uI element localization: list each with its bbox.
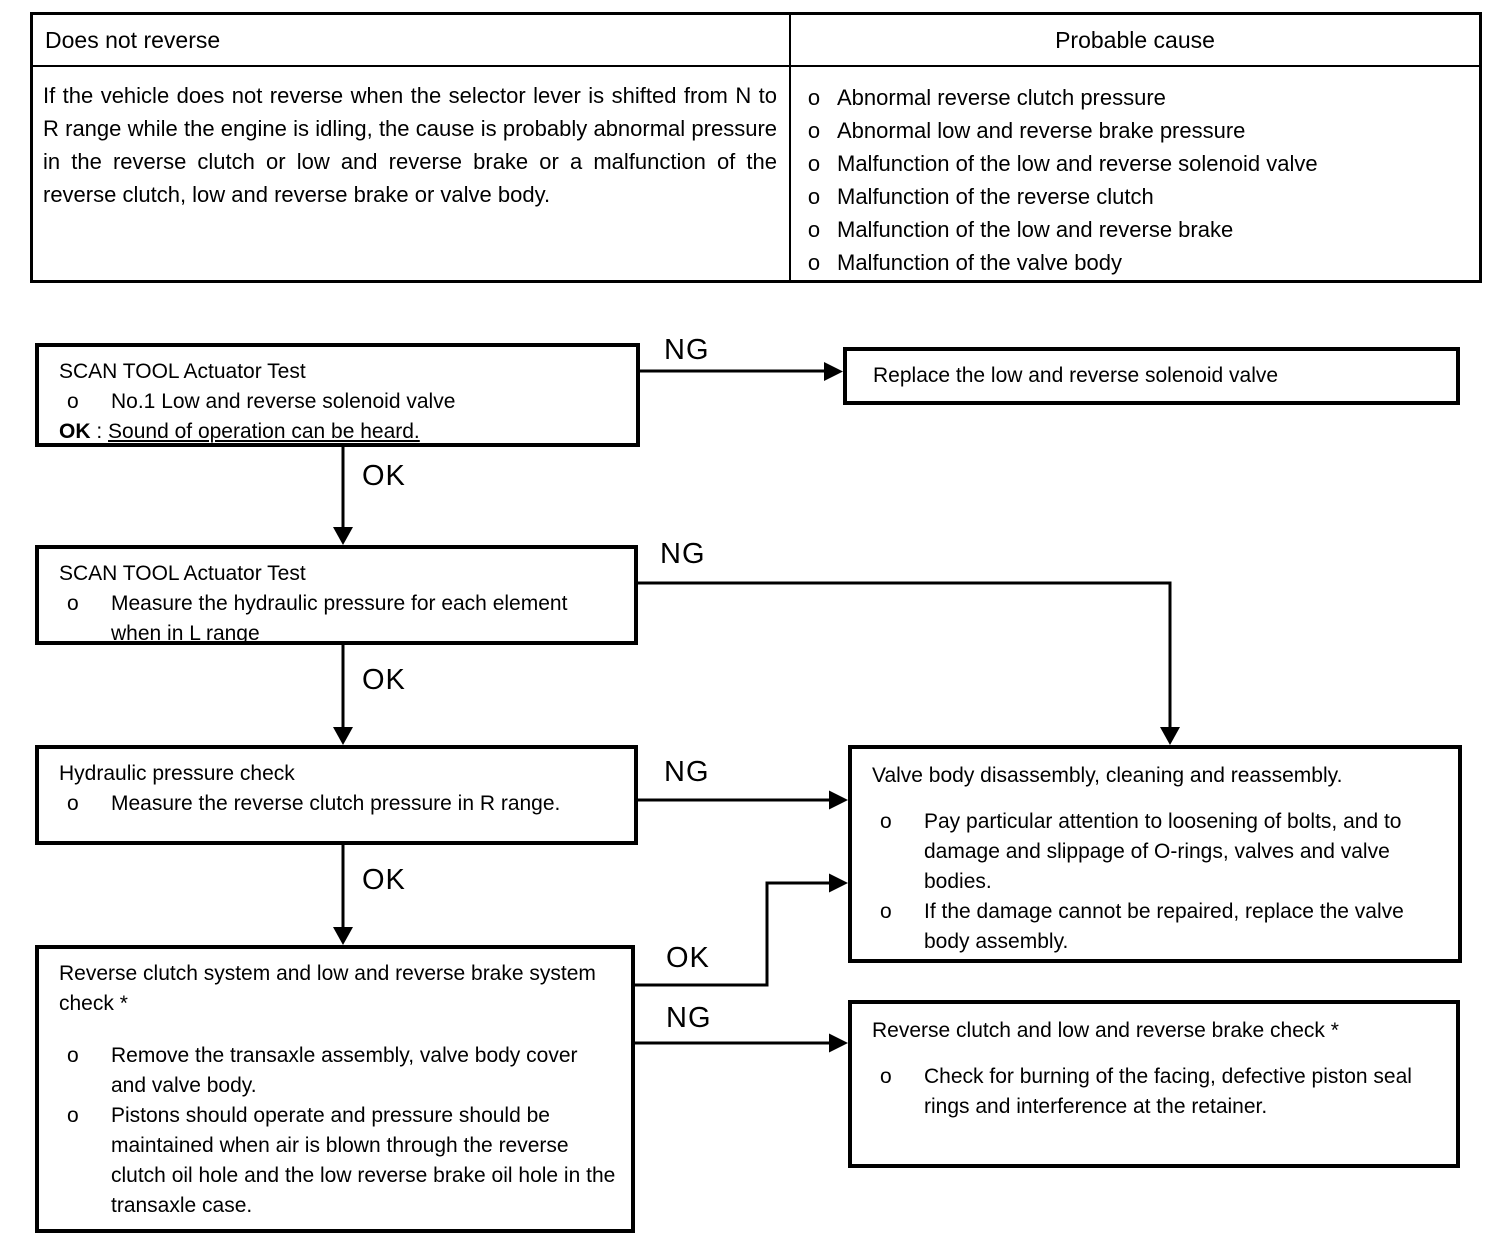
ok-arrowhead-step2 bbox=[333, 727, 353, 745]
ok-line-step4 bbox=[635, 881, 829, 987]
step4-item-text: Remove the transaxle assembly, valve bod… bbox=[111, 1044, 578, 1097]
clutch-brake-check-item: o Check for burning of the facing, defec… bbox=[872, 1062, 1442, 1122]
step3-hydraulic-pressure-check-box: Hydraulic pressure check o Measure the r… bbox=[35, 745, 638, 845]
ok-label-step1: OK bbox=[362, 460, 406, 492]
ng-arrowhead-step3 bbox=[829, 790, 848, 810]
spacer bbox=[872, 791, 1444, 807]
valve-body-item-text: Pay particular attention to loosening of… bbox=[924, 810, 1402, 893]
cause-text: Malfunction of the low and reverse brake bbox=[837, 217, 1234, 242]
step1-ok-condition: OK : Sound of operation can be heard. bbox=[59, 417, 622, 447]
cause-item: o Malfunction of the reverse clutch bbox=[791, 180, 1469, 213]
ng-arrowhead-step1 bbox=[824, 362, 843, 381]
step2-scan-tool-pressure-test-box: SCAN TOOL Actuator Test o Measure the hy… bbox=[35, 545, 638, 645]
valve-body-item: o Pay particular attention to loosening … bbox=[872, 807, 1444, 897]
bullet-marker: o bbox=[807, 85, 821, 110]
probable-cause-header: Probable cause bbox=[791, 15, 1479, 67]
ok-condition-text: Sound of operation can be heard. bbox=[108, 420, 420, 443]
valve-body-item: o If the damage cannot be repaired, repl… bbox=[872, 897, 1444, 957]
cause-text: Abnormal low and reverse brake pressure bbox=[837, 118, 1246, 143]
valve-body-title: Valve body disassembly, cleaning and rea… bbox=[872, 764, 1343, 787]
ng-label-step2: NG bbox=[660, 538, 706, 570]
bullet-marker: o bbox=[880, 1065, 892, 1088]
symptom-header: Does not reverse bbox=[33, 15, 791, 67]
bullet-marker: o bbox=[807, 118, 821, 143]
ng-label-step1: NG bbox=[664, 334, 710, 366]
bullet-marker: o bbox=[807, 217, 821, 242]
step4-clutch-brake-system-check-box: Reverse clutch system and low and revers… bbox=[35, 945, 635, 1233]
step4-title: Reverse clutch system and low and revers… bbox=[59, 962, 596, 1015]
step1-scan-tool-solenoid-test-box: SCAN TOOL Actuator Test o No.1 Low and r… bbox=[35, 343, 640, 447]
step4-item-text: Pistons should operate and pressure shou… bbox=[111, 1104, 616, 1217]
ok-arrowhead-step3 bbox=[333, 927, 353, 945]
valve-body-item-text: If the damage cannot be repaired, replac… bbox=[924, 900, 1404, 953]
ok-condition-separator: : bbox=[96, 420, 103, 443]
bullet-marker: o bbox=[67, 592, 79, 615]
bullet-marker: o bbox=[880, 810, 892, 833]
step1-title: SCAN TOOL Actuator Test bbox=[59, 360, 306, 383]
clutch-brake-check-title: Reverse clutch and low and reverse brake… bbox=[872, 1019, 1339, 1042]
cause-item: o Abnormal reverse clutch pressure bbox=[791, 81, 1469, 114]
step3-title: Hydraulic pressure check bbox=[59, 762, 295, 785]
spacer bbox=[872, 1046, 1442, 1062]
step1-item-text: No.1 Low and reverse solenoid valve bbox=[111, 390, 456, 413]
cause-item: o Malfunction of the valve body bbox=[791, 246, 1469, 279]
cause-text: Abnormal reverse clutch pressure bbox=[837, 85, 1166, 110]
step2-item: o Measure the hydraulic pressure for eac… bbox=[59, 589, 620, 649]
cause-item: o Abnormal low and reverse brake pressur… bbox=[791, 114, 1469, 147]
step3-item: o Measure the reverse clutch pressure in… bbox=[59, 789, 620, 819]
bullet-marker: o bbox=[67, 390, 79, 413]
reverse-clutch-brake-check-box: Reverse clutch and low and reverse brake… bbox=[848, 1000, 1460, 1168]
spacer bbox=[59, 1019, 617, 1041]
ng-label-step4: NG bbox=[666, 1002, 712, 1034]
ng-label-step3: NG bbox=[664, 756, 710, 788]
bullet-marker: o bbox=[807, 151, 821, 176]
bullet-marker: o bbox=[67, 1104, 79, 1127]
bullet-marker: o bbox=[67, 1044, 79, 1067]
clutch-brake-check-item-text: Check for burning of the facing, defecti… bbox=[924, 1065, 1412, 1118]
cause-text: Malfunction of the low and reverse solen… bbox=[837, 151, 1318, 176]
ng-arrowhead-step4 bbox=[829, 1033, 848, 1053]
step2-title: SCAN TOOL Actuator Test bbox=[59, 562, 306, 585]
symptom-description: If the vehicle does not reverse when the… bbox=[33, 67, 791, 280]
valve-body-service-box: Valve body disassembly, cleaning and rea… bbox=[848, 745, 1462, 963]
ng-line-step2 bbox=[638, 581, 1172, 727]
bullet-marker: o bbox=[880, 900, 892, 923]
cause-item: o Malfunction of the low and reverse sol… bbox=[791, 147, 1469, 180]
ng-arrowhead-step2 bbox=[1160, 727, 1180, 745]
ok-condition-label: OK bbox=[59, 420, 91, 443]
step2-item-text: Measure the hydraulic pressure for each … bbox=[111, 592, 568, 645]
step4-item: o Remove the transaxle assembly, valve b… bbox=[59, 1041, 617, 1101]
symptom-cause-table: Does not reverse Probable cause If the v… bbox=[30, 12, 1482, 283]
ok-arrowhead-step4 bbox=[829, 873, 848, 893]
ok-label-step2: OK bbox=[362, 664, 406, 696]
step1-item: o No.1 Low and reverse solenoid valve bbox=[59, 387, 622, 417]
bullet-marker: o bbox=[67, 792, 79, 815]
bullet-marker: o bbox=[807, 184, 821, 209]
cause-text: Malfunction of the reverse clutch bbox=[837, 184, 1154, 209]
ok-label-step3: OK bbox=[362, 864, 406, 896]
cause-item: o Malfunction of the low and reverse bra… bbox=[791, 213, 1469, 246]
ok-label-step4: OK bbox=[666, 942, 710, 974]
replace-solenoid-text: Replace the low and reverse solenoid val… bbox=[873, 364, 1279, 387]
cause-text: Malfunction of the valve body bbox=[837, 250, 1122, 275]
ok-arrowhead-step1 bbox=[333, 527, 353, 545]
bullet-marker: o bbox=[807, 250, 821, 275]
step3-item-text: Measure the reverse clutch pressure in R… bbox=[111, 792, 561, 815]
step4-item: o Pistons should operate and pressure sh… bbox=[59, 1101, 617, 1221]
probable-cause-list: o Abnormal reverse clutch pressure o Abn… bbox=[791, 67, 1479, 280]
replace-solenoid-action-box: Replace the low and reverse solenoid val… bbox=[843, 347, 1460, 405]
